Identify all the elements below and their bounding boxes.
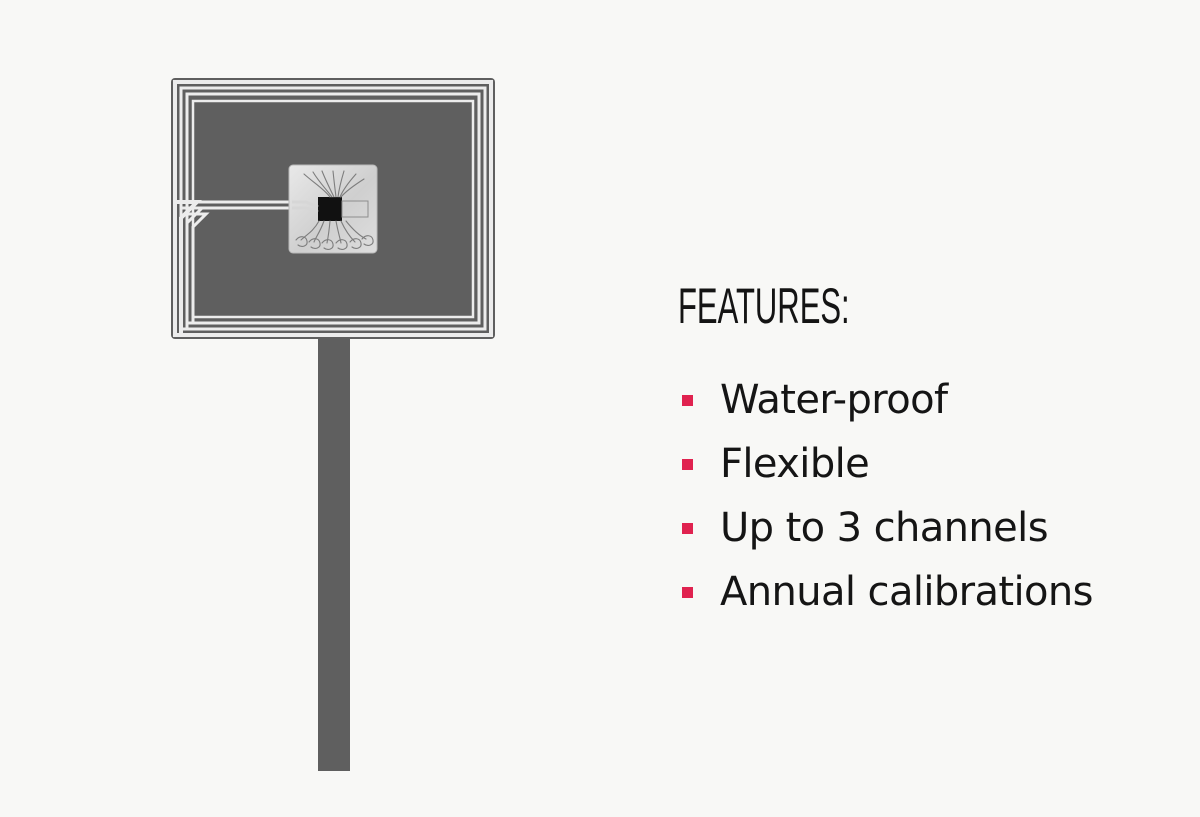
flexible-rfid-sensor-icon	[171, 78, 495, 771]
square-bullet-icon	[682, 458, 693, 470]
feature-item-calibrations: Annual calibrations	[678, 560, 1178, 624]
antenna-coil	[173, 80, 493, 337]
feature-label: Water-proof	[720, 377, 948, 423]
feature-item-water-proof: Water-proof	[678, 368, 1178, 432]
features-heading: FEATURES:	[678, 278, 850, 334]
feature-list: Water-proof Flexible Up to 3 channels An…	[678, 368, 1178, 624]
feature-label: Up to 3 channels	[720, 505, 1049, 551]
square-bullet-icon	[682, 394, 693, 406]
square-bullet-icon	[682, 522, 693, 534]
feature-item-flexible: Flexible	[678, 432, 1178, 496]
feature-item-channels: Up to 3 channels	[678, 496, 1178, 560]
feature-label: Annual calibrations	[720, 569, 1094, 615]
square-bullet-icon	[682, 586, 693, 598]
sensor-chip-module	[288, 164, 378, 254]
feature-label: Flexible	[720, 441, 870, 487]
features-panel: FEATURES: Water-proof Flexible Up to 3 c…	[678, 268, 1178, 624]
